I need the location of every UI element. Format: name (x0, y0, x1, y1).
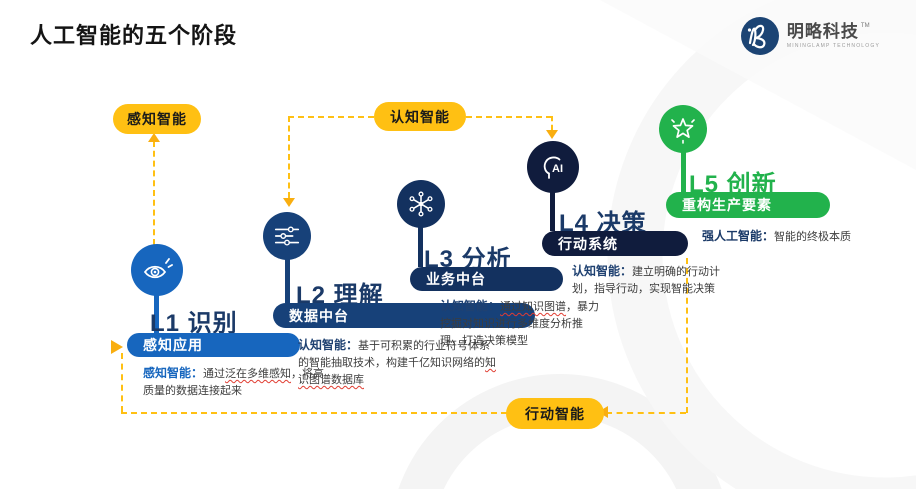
arrowhead-down-to-l2-icon (283, 198, 295, 207)
arrowhead-down-to-l4-icon (546, 130, 558, 139)
molecule-icon (409, 191, 433, 217)
l5-stem (681, 151, 686, 192)
l4-description: 认知智能：建立明确的行动计划，指导行动，实现智能决策 (572, 264, 721, 295)
dashed-connector-action-right (606, 412, 686, 414)
spellcheck-squiggle: 泛在多维感知 (225, 368, 292, 380)
dashed-connector-cognition-right-h (466, 116, 552, 118)
ai-head-icon: AI (543, 156, 563, 179)
l2-description: 认知智能：基于可积累的行业符号体系的智能抽取技术，构建千亿知识网络的知识图谱数据… (298, 338, 496, 386)
logo-subtitle: MININGLAMP TECHNOLOGY (786, 42, 880, 49)
dashed-connector-l4-down (686, 258, 688, 413)
page-title: 人工智能的五个阶段 (30, 23, 238, 48)
l4-desc-label: 认知智能： (572, 264, 633, 278)
l4-bar: 行动系统 (542, 231, 688, 256)
arrowhead-up-to-perception-badge (148, 133, 160, 142)
l5-desc-label: 强人工智能： (702, 229, 775, 243)
l1-bar: 感知应用 (127, 333, 300, 357)
circuit-icon (274, 226, 300, 246)
l1-description: 感知智能：通过泛在多维感知，将高质量的数据连接起来 (143, 366, 325, 397)
l2-bar: 数据中台 (273, 303, 535, 328)
l1-stem (154, 294, 159, 334)
l5-stage-icon-circle (659, 105, 707, 153)
l3-stage-icon-circle (397, 180, 445, 228)
l3-stem (418, 226, 423, 267)
badge-action-intelligence: 行动智能 (506, 398, 604, 429)
l3-description: 认知智能：通过知识图谱，暴力挖掘对知识进行多维度分析推理，打造决策模型 (440, 299, 600, 347)
eye-icon (143, 258, 173, 279)
mininglamp-logo-icon (740, 17, 779, 55)
star-icon (671, 118, 695, 144)
l2-desc-label: 认知智能： (298, 338, 359, 352)
dashed-connector-action-up (121, 353, 123, 412)
spellcheck-squiggle: 知识图谱数据库 (298, 357, 496, 386)
trademark-symbol: TM (860, 22, 870, 29)
dashed-connector-cognition-left-v (288, 116, 290, 198)
svg-text:AI: AI (552, 163, 563, 175)
spellcheck-squiggle: 通过知识图谱 (500, 301, 567, 313)
badge-cognitive-intelligence: 认知智能 (374, 102, 466, 131)
l4-stage-icon-circle: AI (527, 141, 579, 193)
l4-stem (550, 191, 555, 231)
badge-perception-intelligence: 感知智能 (113, 104, 201, 134)
l1-stage-icon-circle (131, 244, 183, 296)
dashed-connector-l1-to-perception (153, 141, 155, 245)
dashed-connector-cognition-right-v (551, 116, 553, 130)
l1-desc-label: 感知智能： (143, 366, 204, 380)
logo-name: 明略科技 (786, 21, 859, 41)
l2-stem (285, 258, 290, 303)
arrowhead-right-to-l1-bar (111, 340, 123, 354)
l2-stage-icon-circle (263, 212, 311, 260)
dashed-connector-action-left (121, 412, 507, 414)
l1-title: L1 识别 (150, 310, 238, 337)
l3-bar: 业务中台 (410, 267, 563, 291)
dashed-connector-cognition-left-h (288, 116, 374, 118)
l5-bar: 重构生产要素 (666, 192, 830, 218)
l3-desc-label: 认知智能： (440, 299, 501, 313)
l5-description: 强人工智能：智能的终极本质 (702, 229, 852, 243)
